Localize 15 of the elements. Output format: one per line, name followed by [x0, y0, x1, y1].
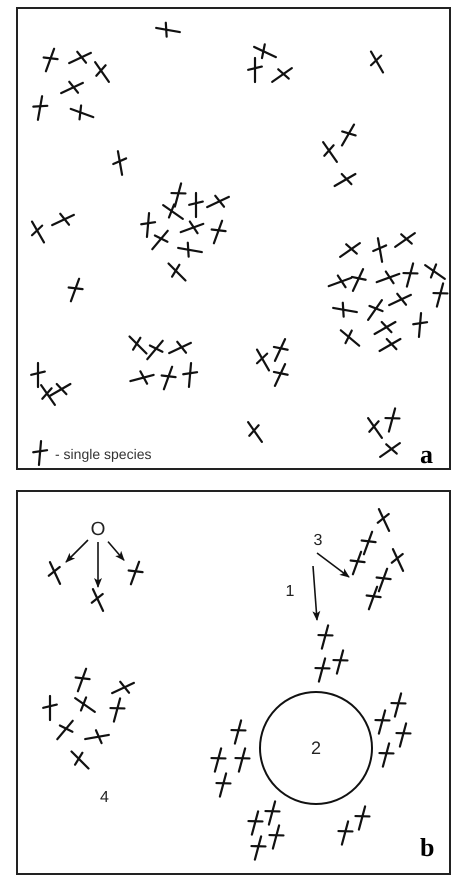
figure-panel: [16, 490, 451, 875]
panel-letter: b: [420, 835, 434, 861]
circle-number: 2: [310, 739, 321, 757]
cluster-number: 4: [100, 789, 109, 807]
panel-letter: a: [420, 442, 433, 468]
origin-label: O: [90, 521, 106, 539]
habitat-circle: [259, 691, 373, 805]
arrow: [312, 566, 320, 621]
arrow: [65, 539, 89, 563]
edge-label: 1: [284, 583, 296, 601]
arrow: [107, 541, 125, 561]
legend-text: - single species: [55, 446, 152, 462]
arrow: [316, 552, 350, 578]
edge-label: 3: [312, 532, 324, 550]
arrow: [94, 542, 102, 588]
